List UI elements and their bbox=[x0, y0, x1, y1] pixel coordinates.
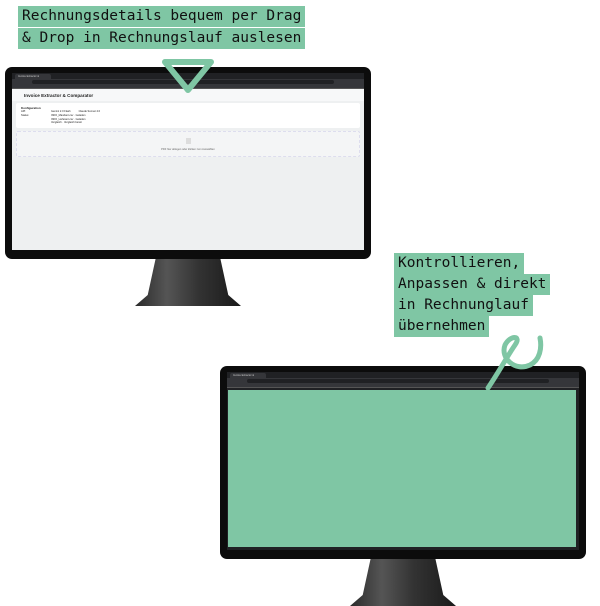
monitor-top: Invoice Extractor & Comparator Invoice E… bbox=[5, 67, 371, 259]
swirl-arrow-icon bbox=[485, 335, 544, 391]
api-option-gemini[interactable]: Gemini 2.0 Flash bbox=[51, 110, 71, 113]
review-panel-overlay bbox=[228, 390, 576, 547]
screen: Invoice Extractor & Comparator bbox=[227, 372, 579, 550]
api-label: API: bbox=[21, 110, 26, 113]
status-line: INFO_Mandant.csv · Geladen bbox=[51, 114, 86, 117]
screen: Invoice Extractor & Comparator Invoice E… bbox=[12, 73, 364, 250]
file-icon bbox=[186, 137, 191, 144]
status-line: INFO_Lieferant.csv · Geladen bbox=[51, 117, 86, 121]
monitor-bottom: Invoice Extractor & Comparator bbox=[220, 366, 586, 559]
browser-tab[interactable]: Invoice Extractor & Comparator bbox=[230, 373, 266, 378]
monitor-stand bbox=[350, 556, 456, 606]
config-heading: Konfiguration bbox=[21, 106, 41, 110]
caption-bottom-line4: übernehmen bbox=[394, 316, 490, 337]
caption-top-line2: & Drop in Rechnungslauf auslesen bbox=[18, 28, 306, 49]
address-bar[interactable] bbox=[247, 379, 549, 383]
status-line: Vergleich · Vergleich bereit bbox=[51, 121, 82, 124]
caption-bottom-line3: in Rechnunglauf bbox=[394, 295, 533, 316]
app-title: Invoice Extractor & Comparator bbox=[12, 89, 364, 101]
api-option-claude[interactable]: Claude Sonnet 4.0 bbox=[78, 110, 101, 113]
config-card: Konfiguration API: Gemini 2.0 Flash Clau… bbox=[16, 103, 360, 128]
caption-bottom-line2: Anpassen & direkt bbox=[394, 274, 551, 295]
status-label: Status: bbox=[21, 114, 30, 117]
pdf-dropzone[interactable]: PDF hier ablegen oder klicken zum Auswäh… bbox=[16, 130, 360, 157]
browser-tab[interactable]: Invoice Extractor & Comparator bbox=[15, 74, 51, 79]
caption-top-line1: Rechnungsdetails bequem per Drag bbox=[18, 6, 306, 27]
triangle-arrow-icon bbox=[162, 59, 214, 93]
dropzone-text: PDF hier ablegen oder klicken zum Auswäh… bbox=[161, 147, 215, 151]
bookmarks-bar bbox=[227, 384, 579, 388]
caption-bottom-line1: Kontrollieren, bbox=[394, 253, 525, 274]
monitor-stand bbox=[135, 256, 241, 306]
